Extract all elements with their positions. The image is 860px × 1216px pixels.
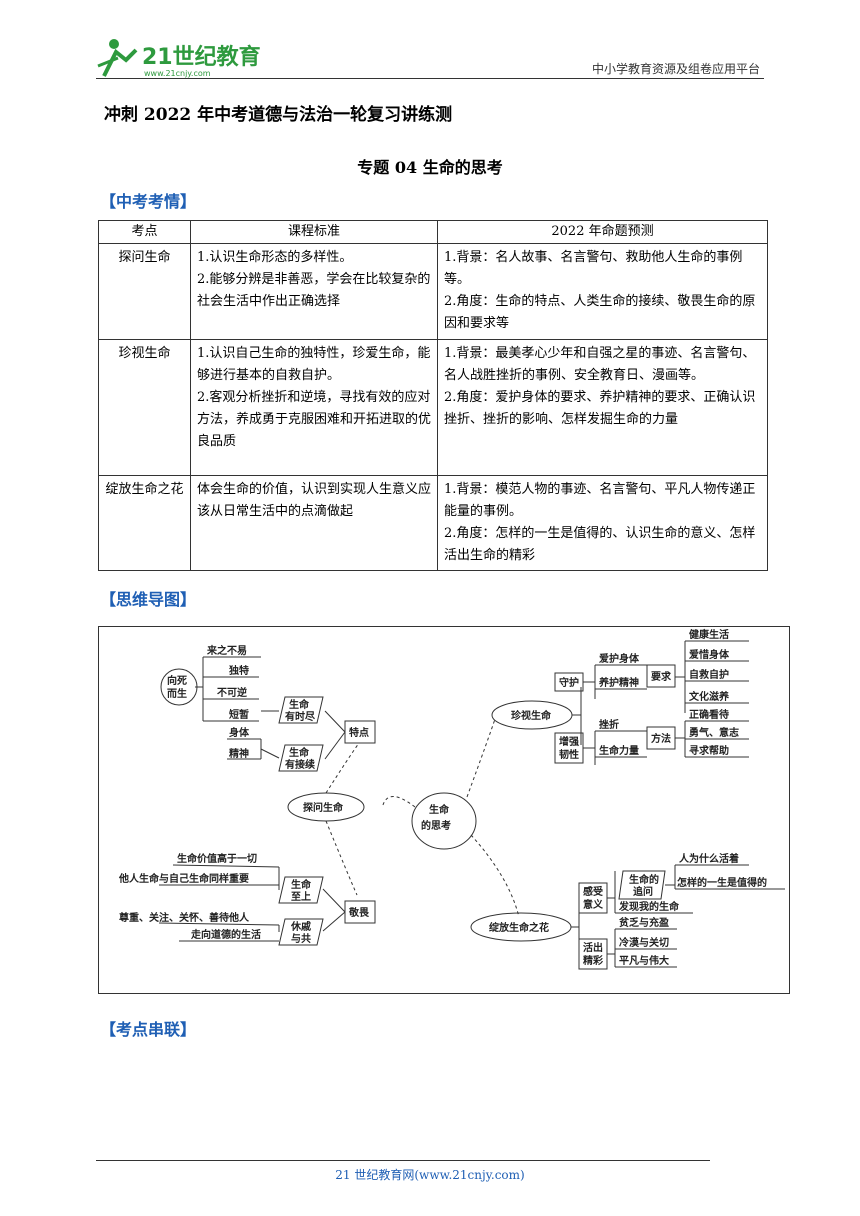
mindmap-cherish: 珍视生命 bbox=[511, 709, 552, 722]
table-cell-forecast: 1.背景：名人故事、名言警句、救助他人生命的事例等。 2.角度：生命的特点、人类… bbox=[437, 243, 768, 340]
table-header-cell: 考点 bbox=[98, 220, 191, 244]
mindmap-method-item: 勇气、意志 bbox=[689, 726, 739, 739]
mindmap-method-item: 正确看待 bbox=[689, 708, 729, 721]
standard-line: 2.客观分析挫折和逆境，寻找有效的应对方法，养成勇于克服困难和开拓进取的优良品质 bbox=[197, 390, 432, 449]
mindmap-live-2: 精彩 bbox=[583, 954, 603, 967]
forecast-line: 2.角度：爱护身体的要求、养护精神的要求、正确认识挫折、挫折的影响、怎样发掘生命… bbox=[444, 390, 756, 427]
platform-name: 中小学教育资源及组卷应用平台 bbox=[591, 62, 760, 76]
table-cell-topic: 珍视生命 bbox=[98, 339, 191, 476]
mindmap-supreme-item: 他人生命与自己生命同样重要 bbox=[118, 872, 249, 885]
mindmap-require-item: 爱惜身体 bbox=[689, 648, 730, 661]
mindmap-require-item: 健康生活 bbox=[689, 628, 729, 641]
mindmap-tough: 增强 bbox=[559, 735, 579, 748]
forecast-line: 2.角度：怎样的一生是值得的、认识生命的意义、怎样活出生命的精彩 bbox=[444, 526, 756, 563]
section-chain-heading: 【考点串联】 bbox=[100, 1020, 197, 1039]
table-header-row: 考点 课程标准 2022 年命题预测 bbox=[98, 220, 768, 244]
mindmap-supreme: 生命 bbox=[291, 878, 312, 891]
table-cell-standard: 体会生命的价值，认识到实现人生意义应该从日常生活中的点滴做起 bbox=[190, 475, 438, 571]
table-header-cell: 课程标准 bbox=[190, 220, 438, 244]
mindmap-guard: 守护 bbox=[559, 676, 579, 689]
mindmap-continue: 生命 bbox=[289, 746, 310, 759]
forecast-line: 2.角度：生命的特点、人类生命的接续、敬畏生命的原因和要求等 bbox=[444, 294, 756, 331]
mindmap-question-2: 追问 bbox=[633, 885, 653, 898]
mindmap-supreme-item: 生命价值高于一切 bbox=[177, 852, 257, 865]
mindmap-tough-2: 韧性 bbox=[559, 748, 579, 761]
table-row: 探问生命 1.认识生命形态的多样性。 2.能够分辨是非善恶，学会在比较复杂的社会… bbox=[98, 243, 768, 340]
mindmap-supreme-2: 至上 bbox=[291, 890, 311, 903]
mindmap-live: 活出 bbox=[583, 941, 603, 954]
footer-text: 21 世纪教育网(www.21cnjy.com) bbox=[335, 1168, 525, 1182]
mindmap-question-item: 人为什么活着 bbox=[679, 852, 739, 865]
mindmap-finite-item: 短暂 bbox=[229, 708, 249, 721]
exam-table: 考点 课程标准 2022 年命题预测 探问生命 1.认识生命形态的多样性。 2.… bbox=[98, 220, 768, 571]
mindmap-continue-item: 精神 bbox=[229, 747, 249, 760]
mindmap-require-item: 文化滋养 bbox=[689, 690, 730, 703]
forecast-line: 1.背景：最美孝心少年和自强之星的事迹、名言警句、名人战胜挫折的事例、安全教育日… bbox=[444, 346, 756, 383]
mindmap-finite-item: 来之不易 bbox=[206, 644, 247, 657]
forecast-line: 1.背景：名人故事、名言警句、救助他人生命的事例等。 bbox=[444, 250, 743, 287]
mindmap-center-label: 生命 bbox=[429, 803, 450, 816]
mindmap-finite: 生命 bbox=[289, 698, 310, 711]
mindmap-question-item: 怎样的一生是值得的 bbox=[677, 876, 767, 889]
standard-line: 1.认识自己生命的独特性，珍爱生命，能够进行基本的自救自护。 bbox=[197, 346, 431, 383]
mindmap-death: 向死 bbox=[167, 674, 187, 687]
mindmap-center-label-2: 的思考 bbox=[421, 819, 451, 832]
mindmap-guard-item: 爱护身体 bbox=[599, 652, 640, 665]
mindmap-tough-item: 生命力量 bbox=[599, 744, 639, 757]
mind-map: 生命 的思考 探问生命 特点 向死 而生 生命 有时尽 来之不易 独特 不可逆 … bbox=[98, 626, 790, 994]
mindmap-question: 生命的 bbox=[629, 873, 659, 886]
table-cell-standard: 1.认识生命形态的多样性。 2.能够分辨是非善恶，学会在比较复杂的社会生活中作出… bbox=[190, 243, 438, 340]
forecast-line: 1.背景：模范人物的事迹、名言警句、平凡人物传递正能量的事例。 bbox=[444, 482, 756, 519]
logo: 21世纪教育 www.21cnjy.com bbox=[96, 36, 266, 80]
mindmap-death-2: 而生 bbox=[167, 687, 187, 700]
svg-text:21世纪教育: 21世纪教育 bbox=[142, 44, 261, 70]
mindmap-meaning: 感受 bbox=[583, 885, 603, 898]
mindmap-discover: 发现我的生命 bbox=[618, 900, 680, 913]
section-mindmap-heading: 【思维导图】 bbox=[100, 590, 197, 609]
mindmap-share-2: 与共 bbox=[291, 932, 311, 945]
mindmap-features: 特点 bbox=[349, 726, 369, 739]
table-cell-forecast: 1.背景：模范人物的事迹、名言警句、平凡人物传递正能量的事例。 2.角度：怎样的… bbox=[437, 475, 768, 571]
mindmap-guard-item: 养护精神 bbox=[598, 676, 639, 689]
mindmap-require: 要求 bbox=[651, 670, 672, 683]
mindmap-bloom: 绽放生命之花 bbox=[489, 921, 549, 934]
table-cell-standard: 1.认识自己生命的独特性，珍爱生命，能够进行基本的自救自护。 2.客观分析挫折和… bbox=[190, 339, 438, 476]
mindmap-live-item: 平凡与伟大 bbox=[619, 954, 669, 967]
mindmap-continue-item: 身体 bbox=[229, 726, 250, 739]
document-title: 冲刺 2022 年中考道德与法治一轮复习讲练测 bbox=[104, 105, 453, 125]
table-cell-topic: 绽放生命之花 bbox=[98, 475, 191, 571]
mindmap-meaning-2: 意义 bbox=[583, 898, 604, 911]
table-row: 珍视生命 1.认识自己生命的独特性，珍爱生命，能够进行基本的自救自护。 2.客观… bbox=[98, 339, 768, 476]
standard-line: 1.认识生命形态的多样性。 bbox=[197, 250, 353, 265]
standard-line: 体会生命的价值，认识到实现人生意义应该从日常生活中的点滴做起 bbox=[197, 482, 432, 519]
mindmap-live-item: 贫乏与充盈 bbox=[619, 916, 669, 929]
mindmap-continue-2: 有接续 bbox=[285, 758, 315, 771]
mindmap-tough-item: 挫折 bbox=[599, 718, 619, 731]
mindmap-share-item: 尊重、关注、关怀、善待他人 bbox=[119, 911, 250, 924]
header-divider bbox=[96, 78, 764, 79]
table-header-cell: 2022 年命题预测 bbox=[437, 220, 768, 244]
mindmap-require-item: 自救自护 bbox=[689, 668, 729, 681]
table-cell-topic: 探问生命 bbox=[98, 243, 191, 340]
table-cell-forecast: 1.背景：最美孝心少年和自强之星的事迹、名言警句、名人战胜挫折的事例、安全教育日… bbox=[437, 339, 768, 476]
mindmap-finite-item: 独特 bbox=[229, 664, 249, 677]
svg-text:www.21cnjy.com: www.21cnjy.com bbox=[144, 69, 211, 78]
mindmap-method-item: 寻求帮助 bbox=[689, 744, 729, 757]
mindmap-share: 休戚 bbox=[290, 920, 311, 933]
mindmap-finite-item: 不可逆 bbox=[217, 686, 247, 699]
mindmap-respect: 敬畏 bbox=[348, 906, 370, 919]
mindmap-live-item: 冷漠与关切 bbox=[619, 936, 669, 949]
section-exam-heading: 【中考考情】 bbox=[100, 192, 197, 211]
mindmap-share-item: 走向道德的生活 bbox=[190, 928, 261, 941]
topic-title: 专题 04 生命的思考 bbox=[357, 158, 503, 177]
mindmap-finite-2: 有时尽 bbox=[285, 710, 316, 723]
standard-line: 2.能够分辨是非善恶，学会在比较复杂的社会生活中作出正确选择 bbox=[197, 272, 431, 309]
mindmap-method: 方法 bbox=[651, 732, 671, 745]
footer-divider bbox=[96, 1160, 710, 1161]
table-row: 绽放生命之花 体会生命的价值，认识到实现人生意义应该从日常生活中的点滴做起 1.… bbox=[98, 475, 768, 571]
mindmap-explore: 探问生命 bbox=[303, 801, 344, 814]
